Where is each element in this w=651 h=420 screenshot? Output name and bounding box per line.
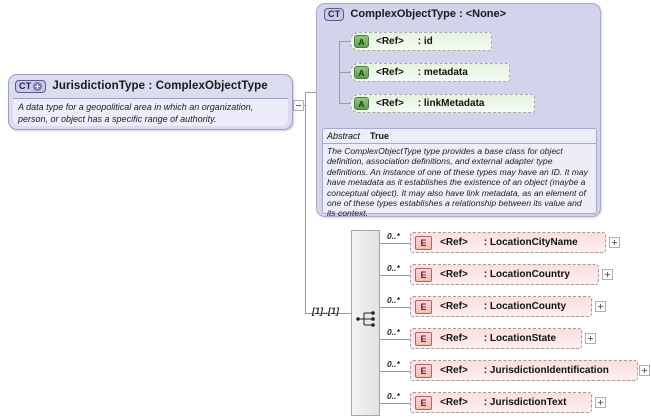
element-name: : LocationCityName — [483, 237, 578, 248]
connector-element — [380, 339, 410, 340]
attribute-name: : id — [417, 36, 433, 47]
base-type-header: CT ComplexObjectType : <None> — [317, 4, 600, 24]
sequence-icon — [356, 311, 375, 327]
element-occurs: 0..* — [387, 263, 400, 273]
connector-element — [380, 403, 410, 404]
connector-element — [380, 275, 410, 276]
element-row-locationstate[interactable]: E <Ref> : LocationState — [410, 328, 582, 349]
element-expander[interactable] — [595, 301, 606, 312]
element-ref: <Ref> — [440, 365, 468, 376]
element-expander[interactable] — [595, 397, 606, 408]
element-ref: <Ref> — [440, 301, 468, 312]
base-type-title: ComplexObjectType : <None> — [350, 8, 507, 20]
element-row-jurisdictiontext[interactable]: E <Ref> : JurisdictionText — [410, 392, 592, 413]
typebox-collapse-toggle[interactable] — [293, 100, 304, 111]
element-expander[interactable] — [602, 269, 613, 280]
abstract-value: True — [370, 131, 390, 141]
type-box-jurisdictiontype[interactable]: CT JurisdictionType : ComplexObjectType … — [8, 74, 293, 130]
element-badge-icon: E — [415, 331, 432, 346]
abstract-label: Abstract — [327, 131, 361, 141]
element-occurs: 0..* — [387, 359, 400, 369]
connector-element — [380, 307, 410, 308]
element-row-locationcityname[interactable]: E <Ref> : LocationCityName — [410, 232, 606, 253]
element-row-jurisdictionidentification[interactable]: E <Ref> : JurisdictionIdentification — [410, 360, 638, 381]
complextype-badge-icon: CT — [15, 79, 47, 93]
element-badge-icon: E — [415, 267, 432, 282]
element-name: : JurisdictionText — [483, 397, 567, 408]
attribute-row[interactable]: A <Ref> : id — [350, 32, 492, 51]
element-badge-icon: E — [415, 235, 432, 250]
base-type-annotation: The ComplexObjectType type provides a ba… — [327, 146, 588, 219]
attribute-ref: <Ref> — [376, 67, 404, 78]
element-occurs: 0..* — [387, 231, 400, 241]
connector-element — [380, 243, 410, 244]
abstract-annotation-panel: Abstract True The ComplexObjectType type… — [322, 128, 597, 218]
element-row-locationcountry[interactable]: E <Ref> : LocationCountry — [410, 264, 599, 285]
element-row-locationcounty[interactable]: E <Ref> : LocationCounty — [410, 296, 592, 317]
base-type-box-complexobjecttype[interactable]: CT ComplexObjectType : <None> A <Ref> : … — [316, 3, 601, 218]
complextype-badge-icon: CT — [324, 7, 345, 21]
element-occurs: 0..* — [387, 295, 400, 305]
attribute-row[interactable]: A <Ref> : linkMetadata — [350, 94, 535, 113]
connector-to-sequence — [305, 313, 352, 314]
attribute-ref: <Ref> — [376, 36, 404, 47]
element-ref: <Ref> — [440, 333, 468, 344]
element-occurs: 0..* — [387, 391, 400, 401]
type-box-header: CT JurisdictionType : ComplexObjectType — [9, 75, 292, 97]
element-name: : LocationCountry — [483, 269, 570, 280]
type-box-title: JurisdictionType : ComplexObjectType — [52, 80, 268, 92]
attr-tree-branch — [339, 103, 350, 104]
element-expander[interactable] — [585, 333, 596, 344]
element-ref: <Ref> — [440, 237, 468, 248]
connector-element — [380, 371, 410, 372]
attribute-badge-icon: A — [354, 35, 369, 48]
element-name: : LocationState — [483, 333, 557, 344]
element-ref: <Ref> — [440, 397, 468, 408]
attr-tree-branch — [339, 72, 350, 73]
type-box-description: A data type for a geopolitical area in w… — [13, 98, 288, 126]
attr-tree-branch — [339, 41, 350, 42]
element-badge-icon: E — [415, 363, 432, 378]
sequence-node[interactable] — [351, 230, 380, 416]
element-badge-icon: E — [415, 395, 432, 410]
abstract-row: Abstract True — [323, 129, 596, 144]
attribute-badge-icon: A — [354, 97, 369, 110]
attribute-badge-icon: A — [354, 66, 369, 79]
plus-circle-icon — [33, 81, 43, 91]
element-badge-icon: E — [415, 299, 432, 314]
element-ref: <Ref> — [440, 269, 468, 280]
element-expander[interactable] — [639, 365, 650, 376]
element-name: : JurisdictionIdentification — [483, 365, 609, 376]
element-occurs: 0..* — [387, 327, 400, 337]
connector-to-basetype — [305, 92, 317, 93]
attribute-name: : linkMetadata — [417, 98, 485, 109]
connector-vertical-main — [305, 92, 306, 314]
attribute-name: : metadata — [417, 67, 468, 78]
element-expander[interactable] — [609, 237, 620, 248]
attribute-ref: <Ref> — [376, 98, 404, 109]
element-name: : LocationCounty — [483, 301, 567, 312]
attribute-row[interactable]: A <Ref> : metadata — [350, 63, 510, 82]
sequence-cardinality: [1]..[1] — [312, 306, 339, 316]
